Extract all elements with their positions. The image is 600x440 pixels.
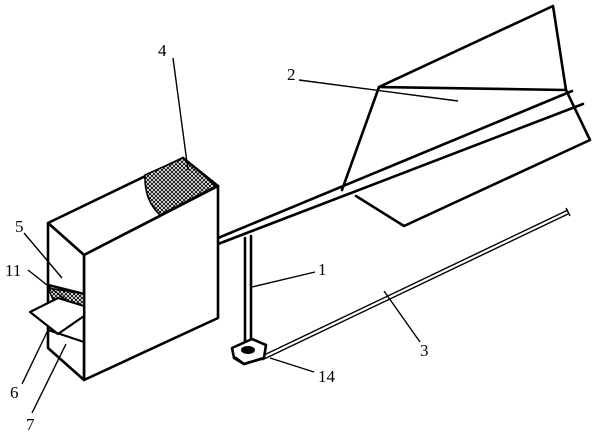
label-wing-sail: 2 xyxy=(287,65,296,84)
front-details xyxy=(28,283,86,343)
label-lower-chamber: 7 xyxy=(26,415,35,434)
label-upper-chamber: 5 xyxy=(15,217,24,236)
tray xyxy=(28,296,86,336)
pole xyxy=(243,234,253,348)
label-rail: 3 xyxy=(420,341,429,360)
pivot-base xyxy=(230,337,268,366)
label-pole: 1 xyxy=(318,260,327,279)
box-body xyxy=(46,156,220,382)
boom xyxy=(216,89,585,246)
part-labels: 4 2 5 11 1 3 6 14 7 xyxy=(5,41,429,434)
label-tray: 6 xyxy=(10,383,19,402)
label-side-mesh: 11 xyxy=(5,261,21,280)
rail xyxy=(261,207,571,361)
wing-sail xyxy=(340,4,592,228)
top-mesh xyxy=(144,157,218,216)
leader-lines xyxy=(21,57,459,414)
label-top-mesh: 4 xyxy=(158,41,167,60)
label-pivot-base: 14 xyxy=(318,367,336,386)
